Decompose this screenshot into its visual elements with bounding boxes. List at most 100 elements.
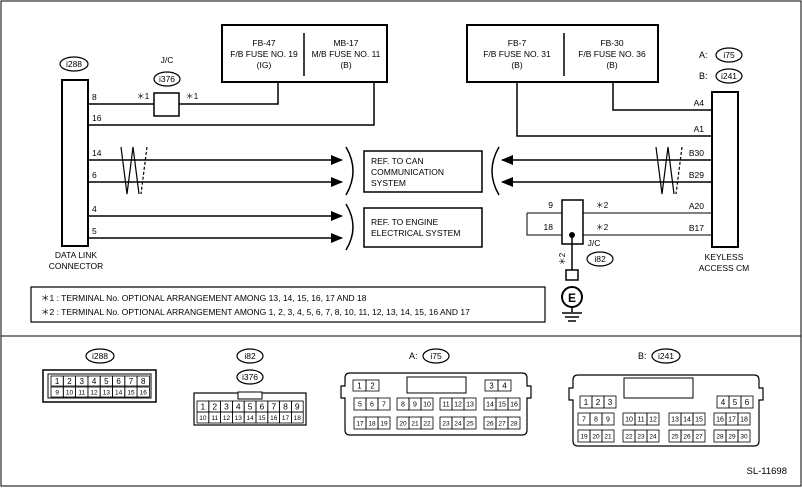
pin-number: 4 bbox=[236, 402, 241, 412]
pin-number: 5 bbox=[104, 377, 109, 386]
pin-number: 20 bbox=[399, 420, 407, 427]
pin-number: 27 bbox=[695, 433, 703, 440]
pin-number: 1 bbox=[584, 398, 589, 407]
pin-cavity bbox=[420, 397, 434, 411]
pin-cavity bbox=[692, 412, 706, 426]
pin-number: 6 bbox=[260, 402, 265, 412]
pin-number: 15 bbox=[127, 389, 135, 396]
connector-i241-lock bbox=[623, 377, 694, 399]
svg-text:(B): (B) bbox=[340, 60, 352, 70]
pin-label: 4 bbox=[92, 204, 97, 214]
pin-label: A20 bbox=[689, 201, 704, 211]
keyless-ref-a-oval bbox=[715, 47, 743, 63]
pin-number: 3 bbox=[224, 402, 229, 412]
jc-bottom-pin-18: 18 bbox=[544, 222, 554, 232]
svg-text:(IG): (IG) bbox=[257, 60, 272, 70]
pin-number: 12 bbox=[223, 415, 231, 422]
pin-number: 16 bbox=[270, 415, 278, 422]
ground-bars bbox=[562, 307, 582, 322]
pin-number: 29 bbox=[728, 433, 736, 440]
ground-label: E bbox=[568, 291, 576, 305]
svg-text:(B): (B) bbox=[511, 60, 523, 70]
pin-number: 9 bbox=[55, 389, 59, 396]
keyless-cm-body bbox=[711, 91, 739, 248]
jc-bottom-pin-9: 9 bbox=[548, 200, 553, 210]
pin-label: A4 bbox=[694, 98, 705, 108]
sheet-id: SL-11698 bbox=[747, 466, 788, 477]
pin-number: 4 bbox=[721, 398, 726, 407]
pin-number: 10 bbox=[423, 402, 431, 409]
pin-number: 8 bbox=[401, 402, 405, 409]
data-link-connector-body bbox=[61, 79, 89, 247]
pin-cavity bbox=[740, 395, 754, 409]
svg-text:REF. TO ENGINE: REF. TO ENGINE bbox=[371, 217, 439, 227]
pin-number: 6 bbox=[745, 398, 750, 407]
twisted-pair-left-symbol bbox=[120, 146, 148, 195]
svg-text:M/B FUSE NO. 11: M/B FUSE NO. 11 bbox=[312, 49, 381, 59]
pin-number: 12 bbox=[649, 417, 657, 424]
pin-number: 11 bbox=[211, 415, 218, 422]
wires-right bbox=[501, 82, 712, 187]
svg-text:(B): (B) bbox=[606, 60, 618, 70]
pin-cavity bbox=[737, 429, 751, 443]
pin-number: 28 bbox=[716, 433, 724, 440]
pin-number: 3 bbox=[489, 381, 494, 390]
pin-cavity bbox=[507, 416, 521, 430]
connector-i241-oval bbox=[651, 348, 681, 364]
connector-i75-shell bbox=[340, 372, 532, 436]
ref-engine-text: REF. TO ENGINE ELECTRICAL SYSTEM bbox=[371, 217, 460, 238]
pin-label: A1 bbox=[694, 124, 705, 134]
ref-can-box bbox=[363, 150, 483, 193]
pin-number: 2 bbox=[370, 381, 375, 390]
pin-cavity bbox=[290, 411, 304, 424]
jc-top-conn: i376 bbox=[159, 74, 175, 84]
pin-cavity bbox=[377, 416, 391, 430]
pin-cavity bbox=[601, 412, 615, 426]
pin-number: 19 bbox=[380, 420, 388, 427]
fuse-group-right bbox=[466, 24, 659, 83]
pin-cavity bbox=[136, 375, 150, 387]
pin-number: 21 bbox=[411, 420, 419, 427]
pin-number: 10 bbox=[66, 389, 74, 396]
connector-i376-name: i376 bbox=[242, 372, 258, 382]
pin-number: 11 bbox=[637, 417, 644, 424]
note-1: ＊1 : TERMINAL No. OPTIONAL ARRANGEMENT A… bbox=[41, 293, 367, 303]
wire-pin16-to-mb17 bbox=[88, 82, 375, 126]
pin-number: 3 bbox=[80, 377, 85, 386]
wires-can-left bbox=[88, 155, 343, 243]
pin-number: 10 bbox=[625, 417, 633, 424]
pin-label: 8 bbox=[92, 92, 97, 102]
pin-label: B17 bbox=[689, 223, 704, 233]
note-2: ＊2 : TERMINAL No. OPTIONAL ARRANGEMENT A… bbox=[41, 307, 470, 317]
data-link-label-1: DATA LINK bbox=[55, 250, 98, 260]
svg-text:FB-47: FB-47 bbox=[252, 38, 275, 48]
ref-engine-bracket bbox=[345, 203, 354, 251]
pin-number: 11 bbox=[442, 402, 449, 409]
pin-number: 1 bbox=[357, 381, 362, 390]
pin-number: 30 bbox=[740, 433, 748, 440]
pin-number: 20 bbox=[592, 433, 600, 440]
jc-top-star-left: ＊1 bbox=[137, 92, 150, 101]
pin-number: 12 bbox=[454, 402, 462, 409]
pin-number: 21 bbox=[604, 433, 612, 440]
connector-i75-lock bbox=[406, 376, 467, 394]
connector-i241-shell bbox=[568, 374, 764, 447]
pin-cavity bbox=[377, 397, 391, 411]
pin-cavity bbox=[646, 429, 660, 443]
pin-number: 8 bbox=[594, 417, 598, 424]
pin-number: 14 bbox=[115, 389, 123, 396]
ground-terminal bbox=[565, 269, 579, 281]
connector-i82-latch bbox=[237, 391, 263, 400]
pin-cavity bbox=[497, 379, 512, 392]
pin-number: 16 bbox=[716, 417, 724, 424]
right-pin-labels: A4 A1 B30 B29 A20 B17 bbox=[689, 98, 704, 233]
jc-bottom-oval bbox=[586, 251, 614, 267]
jc-bottom-label: J/C bbox=[588, 238, 601, 248]
pin-number: 9 bbox=[413, 402, 417, 409]
pin-number: 19 bbox=[580, 433, 588, 440]
pin-number: 22 bbox=[423, 420, 431, 427]
pin-number: 7 bbox=[382, 402, 386, 409]
